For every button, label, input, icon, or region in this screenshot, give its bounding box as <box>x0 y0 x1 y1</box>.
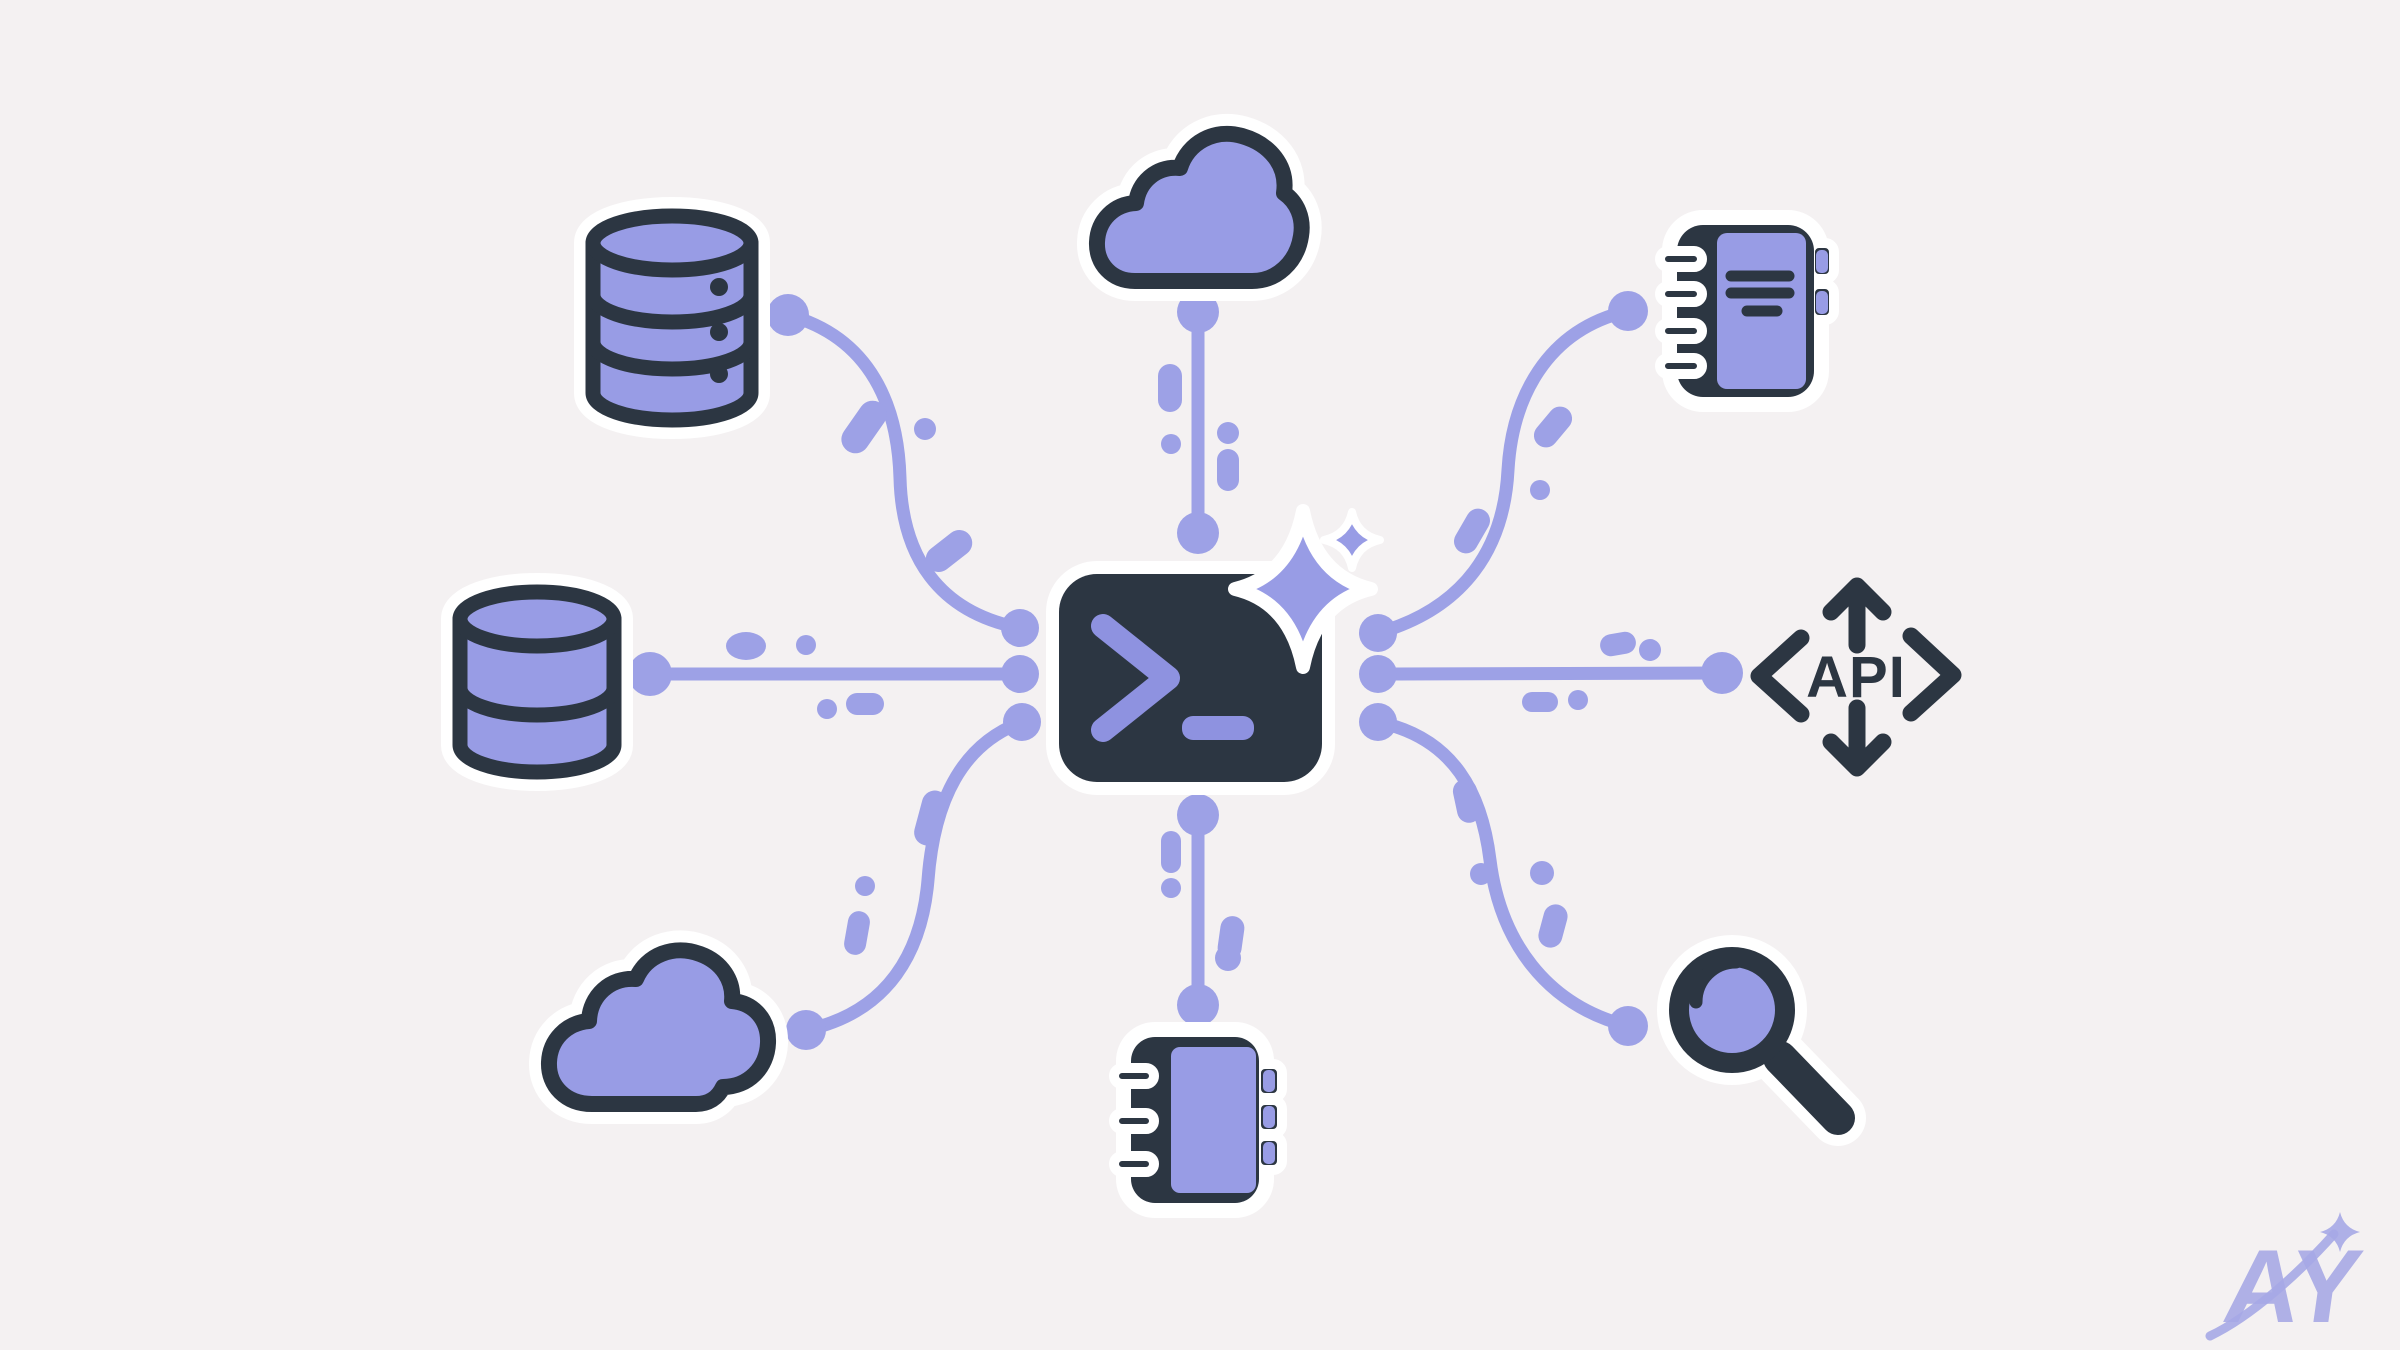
connector-api <box>1359 652 1743 694</box>
notebook-text-lines <box>1725 270 1795 317</box>
api-down-arrow-icon <box>1822 699 1892 777</box>
connector-database-stack <box>767 294 1039 647</box>
database-icon <box>441 573 633 791</box>
connector-cloud-bottom <box>786 703 1041 1050</box>
connector-search <box>1359 703 1648 1046</box>
connector-notebook <box>1359 291 1648 652</box>
module-rings <box>1109 1063 1159 1177</box>
database-stack-icon <box>574 197 770 439</box>
terminal-icon <box>1046 504 1384 795</box>
logo-swoosh <box>2205 1229 2339 1341</box>
notebook-icon <box>1655 210 1839 412</box>
prompt-underscore <box>1182 716 1254 740</box>
logo-star-icon <box>2320 1212 2360 1252</box>
sparkle-icon <box>1228 504 1384 674</box>
magnifier-icon <box>1657 935 1866 1146</box>
notebook-rings <box>1655 246 1707 379</box>
watermark-text: AY <box>2217 1228 2368 1344</box>
cloud-bottom-icon <box>529 930 788 1124</box>
cloud-top-icon <box>1077 113 1322 301</box>
prompt-chevron <box>1091 614 1180 742</box>
connector-sparks <box>726 364 1661 971</box>
connectors <box>628 291 1743 1050</box>
api-up-arrow-icon <box>1822 577 1892 654</box>
api-icon: API <box>1750 577 1962 777</box>
module-icon <box>1109 1022 1287 1218</box>
connector-module <box>1177 794 1219 1026</box>
watermark-logo: AY <box>2205 1212 2369 1345</box>
api-label: API <box>1806 645 1906 710</box>
connector-cloud-top <box>1177 291 1219 554</box>
api-left-bracket <box>1750 629 1810 723</box>
api-right-bracket <box>1902 627 1962 722</box>
connector-database <box>628 652 1039 696</box>
